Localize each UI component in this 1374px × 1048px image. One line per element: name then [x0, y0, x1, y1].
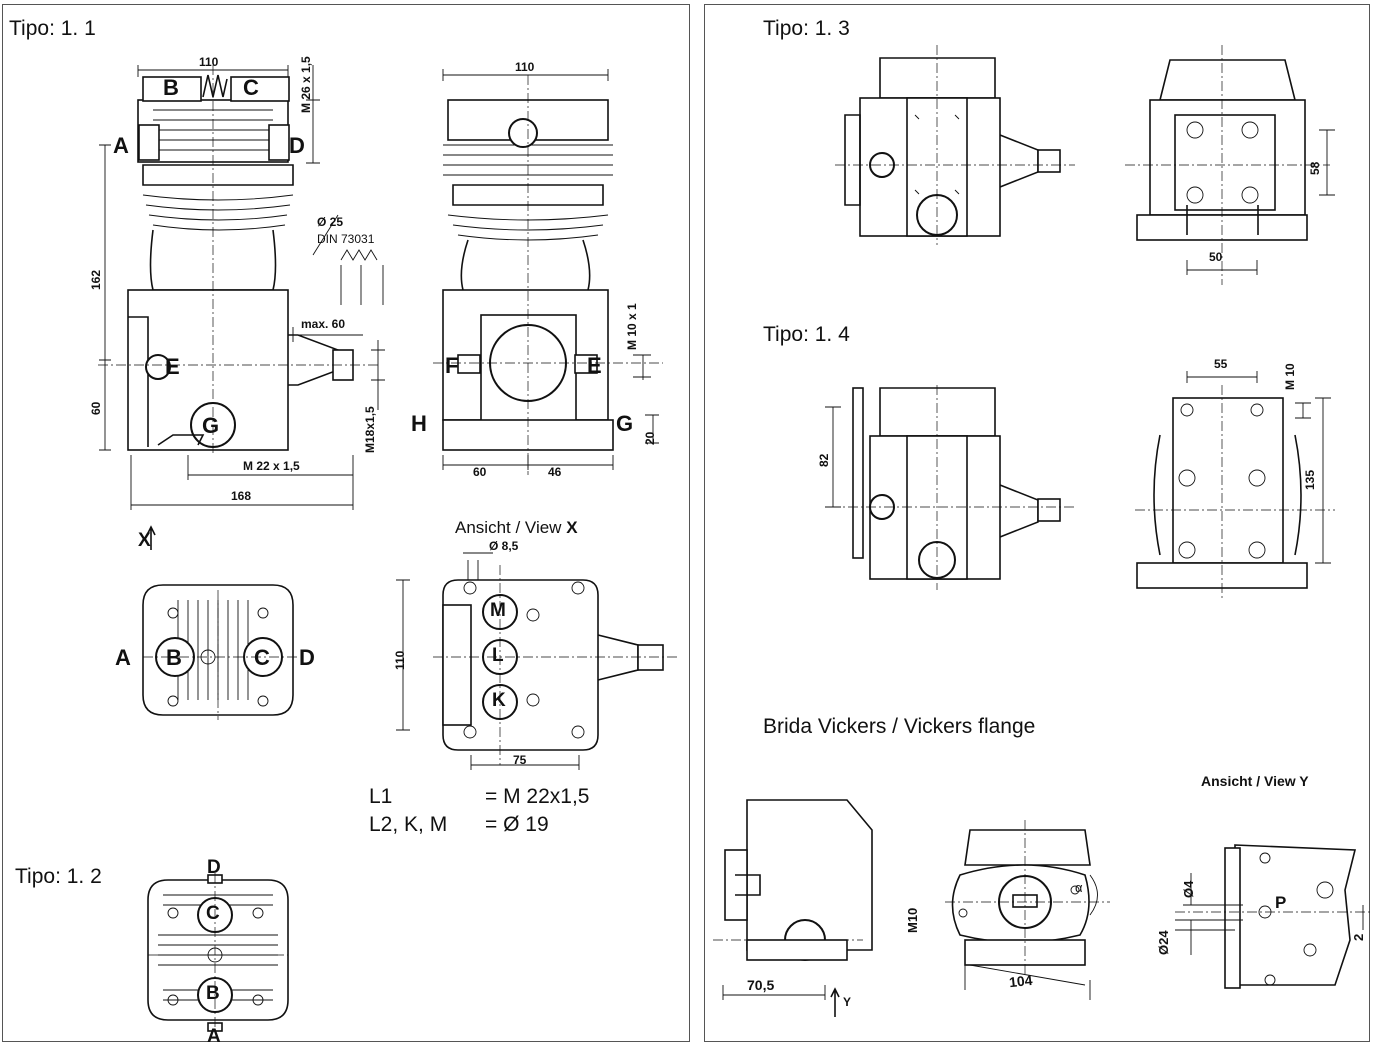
tipo-1-2-title: Tipo: 1. 2	[15, 865, 102, 888]
vickers-view-y	[1175, 844, 1370, 989]
dim-din: DIN 73031	[317, 232, 375, 246]
port-k: K	[492, 690, 506, 711]
view-y-arrow-label: Y	[843, 995, 852, 1009]
dim-m10-flange: M10	[905, 907, 920, 933]
dim-55: 55	[1214, 357, 1228, 371]
dim-168: 168	[231, 489, 252, 503]
dim-162: 162	[89, 269, 103, 290]
port-e-side: E	[165, 354, 180, 379]
view-x-arrow-label: X	[138, 530, 151, 551]
dim-max60: max. 60	[301, 317, 346, 331]
note-l2-key: L2, K, M	[369, 813, 448, 836]
dim-2: 2	[1351, 933, 1366, 941]
dim-phi24: Ø24	[1156, 930, 1171, 955]
dim-135: 135	[1303, 469, 1317, 490]
left-drawings	[98, 65, 678, 1033]
port-d-1-2: D	[207, 857, 221, 878]
port-g-side: G	[202, 413, 220, 438]
front-view-1-3	[1125, 45, 1335, 285]
tipo-1-3-title: Tipo: 1. 3	[763, 17, 850, 40]
port-e-front: E	[587, 353, 602, 378]
dim-110-front: 110	[515, 60, 535, 74]
dim-60: 60	[89, 401, 103, 415]
dim-m22: M 22 x 1,5	[243, 459, 300, 473]
note-l1-value: = M 22x1,5	[485, 785, 590, 808]
dim-104: 104	[1008, 971, 1034, 991]
side-view-1-3	[835, 45, 1075, 245]
angle-alpha: α	[1075, 880, 1083, 895]
side-view-1-4	[825, 385, 1075, 590]
top-view-1-2	[147, 873, 289, 1033]
port-m: M	[490, 600, 506, 621]
port-d-top: D	[299, 645, 315, 670]
dim-phi25: Ø 25	[317, 215, 344, 229]
right-panel: Tipo: 1. 3 Tipo: 1. 4 Brida Vickers / Vi…	[704, 4, 1370, 1042]
dim-46: 46	[548, 465, 562, 479]
vickers-front-view	[945, 820, 1110, 1000]
note-l2-value: = Ø 19	[485, 813, 549, 836]
port-c-1-2: C	[206, 903, 220, 924]
tipo-1-1-title: Tipo: 1. 1	[9, 17, 96, 40]
right-drawings	[713, 45, 1370, 1017]
dim-phi4: Ø4	[1181, 880, 1196, 898]
view-y-caption: Ansicht / View Y	[1201, 773, 1309, 789]
note-l1-key: L1	[369, 785, 393, 808]
top-view-abcd	[142, 584, 298, 720]
port-f-front: F	[445, 353, 459, 378]
port-a-side: A	[113, 133, 129, 158]
port-c-top: C	[254, 645, 270, 670]
dim-phi85: Ø 8,5	[489, 539, 519, 553]
port-a-top: A	[115, 645, 131, 670]
front-view-1-4	[1135, 371, 1335, 600]
dim-58: 58	[1308, 161, 1322, 175]
dim-75: 75	[513, 753, 527, 767]
port-l: L	[492, 645, 504, 666]
left-panel: Tipo: 1. 1 Tipo: 1. 2 110 M 26 x 1,5 162…	[2, 4, 690, 1047]
vickers-side-view	[713, 799, 873, 1017]
port-a-1-2: A	[207, 1026, 221, 1047]
view-x	[396, 552, 678, 770]
dim-50: 50	[1209, 250, 1223, 264]
port-g-front: G	[616, 411, 634, 436]
tipo-1-4-title: Tipo: 1. 4	[763, 323, 850, 346]
port-d-side: D	[289, 133, 305, 158]
dim-m26: M 26 x 1,5	[299, 56, 313, 113]
vickers-flange-heading: Brida Vickers / Vickers flange	[763, 715, 1036, 738]
dim-60-front: 60	[473, 465, 487, 479]
port-b-side: B	[163, 75, 179, 100]
port-h-front: H	[411, 411, 427, 436]
dim-m10x1: M 10 x 1	[625, 303, 639, 350]
dim-110-view-x: 110	[393, 650, 407, 670]
dim-110-side: 110	[199, 55, 219, 69]
dim-m18: M18x1,5	[363, 406, 377, 453]
port-c-side: C	[243, 75, 259, 100]
dim-m10-top: M 10	[1283, 363, 1297, 390]
side-view-1-1	[98, 65, 385, 550]
port-b-top: B	[166, 645, 182, 670]
dim-70-5: 70,5	[747, 977, 775, 993]
port-b-1-2: B	[206, 983, 220, 1004]
dim-82: 82	[817, 453, 831, 467]
port-p: P	[1275, 893, 1287, 912]
view-x-caption: Ansicht / View X	[455, 518, 578, 537]
dim-20: 20	[643, 431, 657, 445]
front-view-1-1	[433, 69, 663, 475]
